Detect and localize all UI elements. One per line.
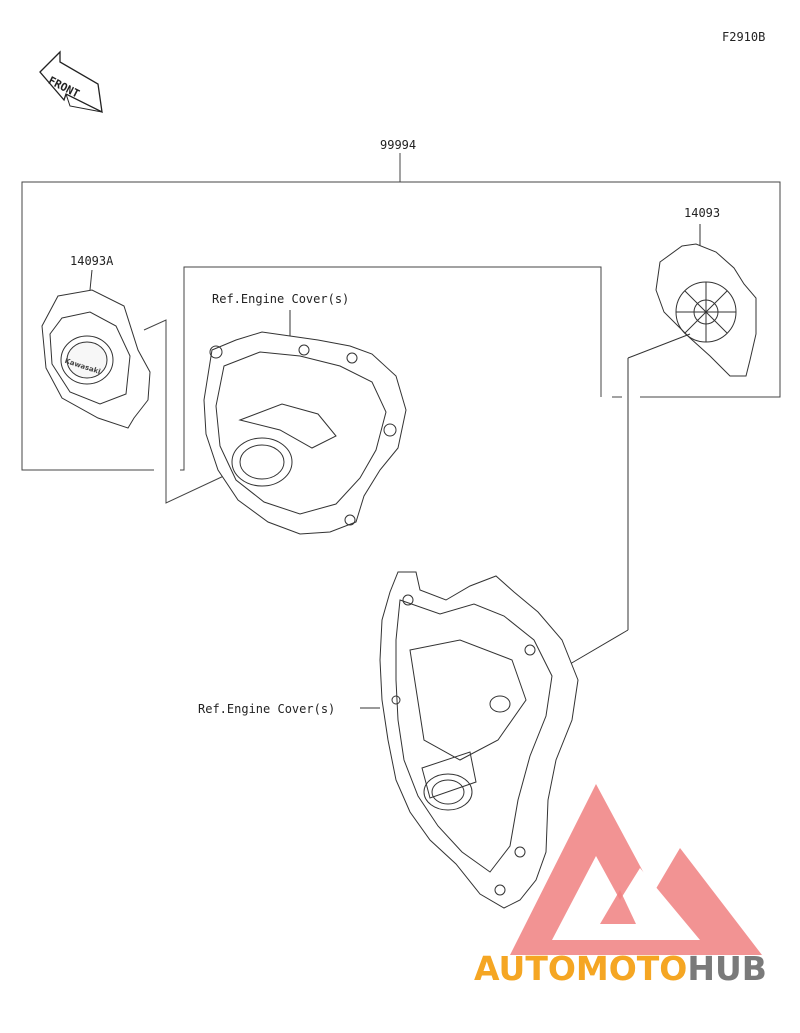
engine-cover-bottom [360,571,579,909]
figure-code: F2910B [722,30,766,44]
watermark-brand-auto: AUTO [474,949,576,988]
ref-engine-cover-bottom: Ref.Engine Cover(s) [198,702,336,716]
engine-cover-top [203,310,407,535]
cover-14093a [41,269,151,429]
watermark-brand: AUTOMOTOHUB [474,950,767,988]
cover-14093 [569,224,757,665]
part-number-14093: 14093 [684,206,721,220]
front-arrow-icon [39,50,103,114]
assembly-bracket [21,153,781,471]
watermark-brand-moto: MOTO [575,949,688,988]
automotohub-logo-icon [510,784,762,955]
part-number-14093a: 14093A [70,254,114,268]
watermark-brand-hub: HUB [687,949,767,988]
inner-bracket [143,266,602,504]
ref-engine-cover-top: Ref.Engine Cover(s) [212,292,350,306]
assembly-part-number: 99994 [380,138,417,152]
